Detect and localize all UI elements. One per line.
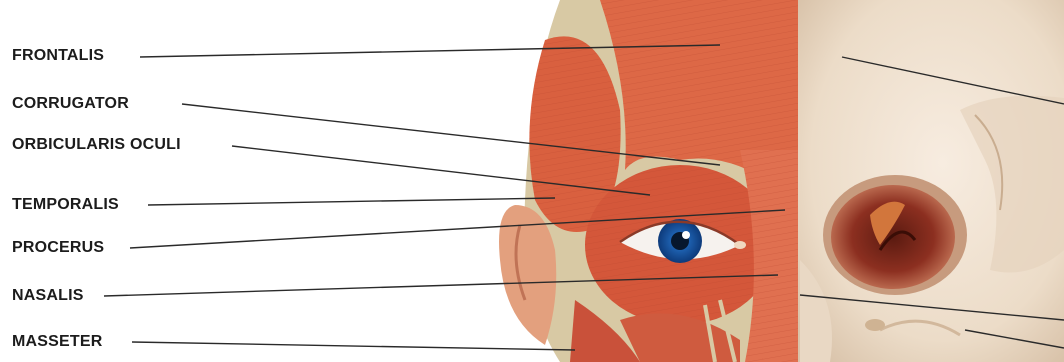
label-orbicularis-oculi: ORBICULARIS OCULI [12, 136, 181, 154]
label-temporalis: TEMPORALIS [12, 196, 119, 214]
label-procerus: PROCERUS [12, 239, 104, 257]
muscle-half [499, 0, 798, 362]
leader-line-temporalis [148, 198, 555, 205]
label-masseter: MASSETER [12, 333, 103, 351]
label-corrugator: CORRUGATOR [12, 95, 129, 113]
label-nasalis: NASALIS [12, 287, 84, 305]
leader-line-masseter [132, 342, 575, 350]
label-frontalis: FRONTALIS [12, 47, 104, 65]
